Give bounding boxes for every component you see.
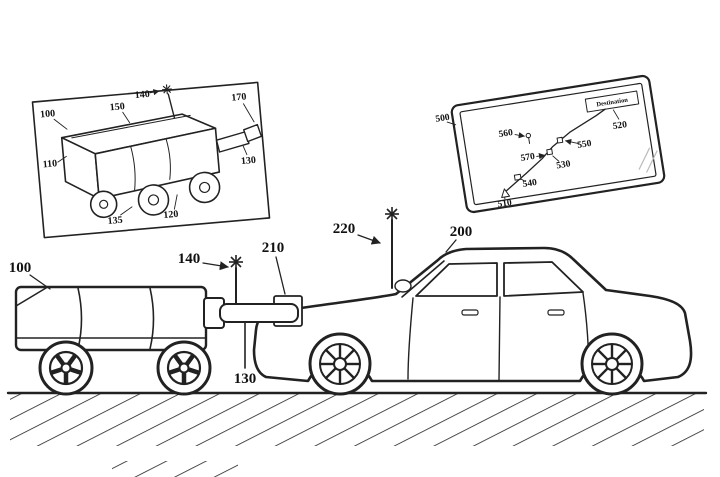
door-handle <box>547 309 565 316</box>
label-560-leader <box>514 132 525 139</box>
cart-wheel <box>158 342 210 394</box>
label-530: 530 <box>556 159 572 171</box>
label-140-leader <box>202 261 229 271</box>
inset-cart-wheel <box>137 184 170 216</box>
inset-label-110: 110 <box>42 158 57 170</box>
inset-label-170: 170 <box>231 91 247 103</box>
route-path <box>506 108 606 192</box>
car-front-wheel <box>308 332 372 396</box>
destination-text: Destination <box>596 97 629 109</box>
screen-shine <box>638 147 651 170</box>
screen-shine <box>646 150 658 173</box>
label-100-leader <box>29 274 51 290</box>
inset-cart-wheel <box>89 190 118 219</box>
door-handle <box>461 309 479 316</box>
ground-hatching <box>10 394 704 446</box>
label-500-leader <box>446 121 457 126</box>
poi-marker-icon <box>525 132 532 144</box>
destination-box[interactable] <box>584 90 640 113</box>
origin-marker-icon <box>501 188 511 198</box>
label-210: 210 <box>262 240 285 256</box>
label-550: 550 <box>577 139 593 151</box>
inset-label-140: 140 <box>134 89 150 101</box>
inset-cart-wheel <box>188 171 221 204</box>
label-200: 200 <box>450 224 473 240</box>
label-220: 220 <box>333 221 356 237</box>
inset-tablet: Destination 500 520 560 570 550 530 540 … <box>435 74 666 214</box>
label-530-leader <box>552 155 560 162</box>
side-mirror <box>394 279 412 293</box>
cart-wheel <box>40 342 92 394</box>
front-side-window <box>415 262 498 297</box>
inset-label-170-leader <box>242 103 255 123</box>
inset-label-120: 120 <box>163 209 179 221</box>
cart-cover-seam <box>149 287 155 350</box>
label-520-leader <box>612 109 620 120</box>
label-550-leader <box>564 138 580 146</box>
label-570: 570 <box>520 152 536 164</box>
inset-label-130: 130 <box>241 155 257 167</box>
label-200-leader <box>445 239 457 253</box>
door-seam <box>498 296 501 381</box>
waypoint-marker <box>556 136 564 144</box>
cart-panel-seam <box>15 287 47 307</box>
tablet-screen <box>459 82 657 206</box>
ground <box>6 391 708 477</box>
inset-label-150: 150 <box>109 101 125 113</box>
inset-label-100-leader <box>53 118 68 130</box>
inset-label-135: 135 <box>107 215 123 227</box>
car <box>252 206 693 396</box>
arm-bar <box>219 303 299 323</box>
inset-label-150-leader <box>122 111 131 124</box>
inset-cart-cover-seam <box>165 139 171 180</box>
cart-body <box>14 285 208 352</box>
ground-hatching-fragment <box>112 461 238 477</box>
label-560: 560 <box>498 128 514 140</box>
label-540: 540 <box>522 178 538 190</box>
inset-label-100: 100 <box>40 108 56 120</box>
inset-label-110-leader <box>57 155 67 163</box>
label-500: 500 <box>435 113 451 125</box>
inset-cart-right-face <box>94 127 221 200</box>
transfer-arm <box>203 297 299 369</box>
inset-cart-lid-seam <box>71 114 191 139</box>
inset-cart-antenna-icon <box>167 93 176 119</box>
inset-cart-arm <box>215 130 250 153</box>
inset-label-135-leader <box>120 206 133 216</box>
inset-cart-cover-seam <box>130 146 136 192</box>
label-100: 100 <box>9 260 32 276</box>
inset-label-130-leader <box>242 145 248 156</box>
label-520: 520 <box>612 120 628 132</box>
inset-cart-nozzle <box>243 123 263 143</box>
cart-antenna-spark-icon <box>228 254 244 270</box>
waypoint-marker <box>546 148 553 156</box>
label-130: 130 <box>234 371 257 387</box>
vehicle-marker-icon <box>513 173 522 181</box>
rear-side-window <box>503 261 584 297</box>
label-540-leader <box>519 177 526 183</box>
label-140: 140 <box>178 251 201 267</box>
car-antenna-spark-icon <box>384 206 400 222</box>
main-labels: 100 140 210 220 200 130 <box>9 221 473 387</box>
inset-label-140-leader <box>149 89 160 96</box>
inset-label-120-leader <box>173 194 178 210</box>
label-210-leader <box>275 256 286 295</box>
label-570-leader <box>536 153 546 160</box>
windshield-pillar-line <box>401 260 445 298</box>
label-510: 510 <box>497 198 513 210</box>
inset-cart: 100 150 140 170 130 110 135 120 <box>31 81 271 239</box>
car-rear-wheel <box>580 332 644 396</box>
front-door-seam <box>407 297 414 380</box>
label-220-leader <box>357 234 381 245</box>
